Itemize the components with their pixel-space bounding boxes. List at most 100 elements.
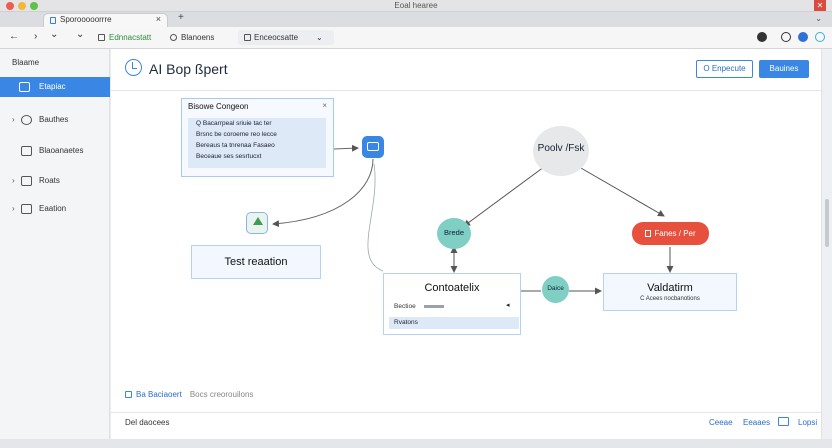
sidebar-item-eaation[interactable]: › Eaation (0, 199, 110, 219)
validation-sub: C Acees nocbanotions (640, 296, 700, 302)
page-favicon-icon (50, 17, 56, 24)
dropdown-arrow-icon[interactable]: ◂ (506, 302, 510, 309)
tab-label: Sporooooorrre (60, 15, 112, 24)
red-pill-node[interactable]: Fanes / Per (632, 222, 709, 245)
window-title: Eoal hearee (394, 1, 438, 10)
message-icon (367, 142, 379, 151)
top-circle-node[interactable]: Poolv /Fsk (533, 126, 589, 176)
panel-close-icon[interactable]: × (322, 101, 327, 110)
bookmark-chip-1[interactable]: Ednnacstatt (98, 31, 151, 45)
status-primary[interactable]: Ba Baciaoert (136, 390, 182, 399)
status-icon (125, 391, 132, 398)
connector-topcircle-to-red (573, 163, 665, 217)
chevron-right-icon[interactable]: › (12, 115, 15, 124)
profile-icon[interactable] (798, 32, 808, 42)
window-icon (19, 82, 30, 92)
extension-icon[interactable] (757, 32, 767, 42)
zoom-window-dot[interactable] (30, 2, 38, 10)
sidebar-item-label: Blaoanaetes (39, 146, 84, 155)
url-text: Enceocsatte (254, 33, 299, 42)
image-icon (21, 176, 32, 186)
center-box-row1: Bectioe (394, 303, 416, 310)
center-box-row2-bg (389, 317, 519, 329)
diagram-connectors (272, 144, 674, 295)
suggestion-panel: Bisowe Congeon × Q Bacarrpeal sriuie tac… (181, 98, 334, 177)
chevron-right-icon[interactable]: › (12, 176, 15, 185)
list-item[interactable]: Q Bacarrpeal sriuie tac ter (196, 120, 272, 127)
list-item[interactable]: Bereaus ta tnrenaa Fasaeo (196, 142, 275, 149)
test-box-label: Test reaation (224, 256, 288, 268)
footer-link[interactable]: Lopsi (798, 418, 818, 427)
sidebar-item-roats[interactable]: › Roats (0, 171, 110, 191)
close-icon[interactable]: ✕ (814, 0, 826, 11)
new-tab-icon[interactable]: + (178, 12, 184, 23)
comment-icon[interactable] (778, 417, 789, 426)
tab-bar: Sporooooorrre × (0, 12, 832, 27)
footer-action-2[interactable]: Eeaaes (743, 418, 771, 427)
center-box[interactable]: Contoatelix Bectioe ◂ Rvatons (383, 273, 521, 335)
doc-icon (244, 34, 251, 41)
address-bar[interactable]: Enceocsatte ⌄ (238, 30, 334, 45)
footer-action-1[interactable]: Ceeae (709, 418, 733, 427)
doc-icon (645, 230, 652, 237)
connector-panel-to-node (333, 144, 359, 152)
minimize-window-dot[interactable] (18, 2, 26, 10)
account-icon[interactable] (781, 32, 791, 42)
test-box[interactable]: Test reaation (191, 245, 321, 279)
status-secondary: Bocs creorouilons (189, 390, 254, 399)
browser-tab[interactable]: Sporooooorrre × (43, 13, 168, 27)
sidebar-item-bauthes[interactable]: › Bauthes (0, 110, 110, 130)
green-node[interactable] (246, 212, 268, 234)
sidebar-item-label: Etapiac (39, 82, 66, 91)
refresh-icon (21, 115, 32, 125)
footer-divider (111, 412, 821, 413)
header-divider (111, 90, 821, 91)
browser-toolbar: ← › ⌄ ⌄ Ednnacstatt Blanoens Enceocsatte… (0, 27, 832, 49)
list-item[interactable]: Brsnc be coroeme reo lecce (196, 131, 277, 138)
panel-list: Q Bacarrpeal sriuie tac ter Brsnc be cor… (188, 118, 326, 168)
status-line: Ba Baciaoert Bocs creorouilons (125, 390, 253, 399)
center-box-title: Contoatelix (424, 282, 480, 294)
execute-button[interactable]: O Enpecute (696, 60, 753, 78)
scrollbar-thumb[interactable] (825, 199, 829, 247)
tab-menu-icon[interactable]: ⌄ (815, 14, 822, 23)
triangle-icon (253, 217, 263, 225)
url-caret-icon[interactable]: ⌄ (316, 33, 323, 42)
window-titlebar: Eoal hearee ✕ (0, 0, 832, 12)
teal-circle-node[interactable]: Brede (437, 218, 471, 249)
forward-icon[interactable]: › (34, 31, 38, 42)
scrollbar[interactable] (821, 49, 832, 448)
mid-circle-node[interactable]: Daice (542, 276, 569, 303)
sidebar-item-blaoanaetes[interactable]: Blaoanaetes (0, 141, 110, 161)
main-canvas: AI Bop ßpert O Enpecute Bauines Bisowe C… (111, 49, 821, 439)
progress-bar (424, 305, 444, 308)
close-window-dot[interactable] (6, 2, 14, 10)
app-title: AI Bop ßpert (149, 61, 228, 77)
footer-left-text: Del daocees (125, 418, 170, 427)
red-pill-label: Fanes / Per (654, 229, 696, 238)
document-icon (21, 146, 32, 156)
blue-node[interactable] (362, 136, 384, 158)
chevron-right-icon[interactable]: › (12, 204, 15, 213)
history-down-icon[interactable]: ⌄ (50, 29, 59, 40)
tab-close-icon[interactable]: × (155, 14, 161, 24)
list-item[interactable]: Beceaue ses sesrtucxt (196, 153, 262, 160)
sidebar-heading: Blaame (12, 58, 40, 67)
reload-down-icon[interactable]: ⌄ (76, 29, 85, 40)
sidebar-item-label: Roats (39, 176, 60, 185)
panel-title: Bisowe Congeon (188, 102, 249, 111)
window-bottom-bar (0, 439, 832, 448)
validation-box[interactable]: Valdatirm C Acees nocbanotions (603, 273, 737, 311)
sync-icon[interactable] (815, 32, 825, 42)
center-box-row2: Rvatons (394, 319, 418, 326)
back-icon[interactable]: ← (9, 31, 19, 42)
page-icon (98, 34, 105, 41)
sidebar: Blaame Etapiac › Bauthes Blaoanaetes › R… (0, 49, 110, 448)
primary-action-button[interactable]: Bauines (759, 60, 809, 78)
bookmark-chip-2[interactable]: Blanoens (170, 31, 214, 45)
connector-curve-to-box (367, 163, 384, 272)
sidebar-item-etapiac[interactable]: Etapiac (0, 77, 110, 97)
teal-circle-label: Brede (443, 228, 464, 237)
chip-label: Ednnacstatt (109, 33, 152, 42)
connector-node-to-green (272, 158, 374, 228)
